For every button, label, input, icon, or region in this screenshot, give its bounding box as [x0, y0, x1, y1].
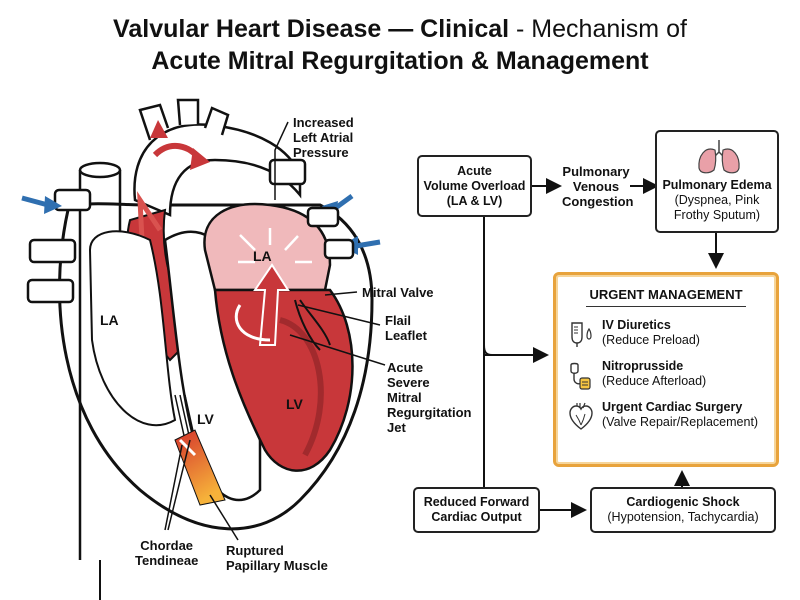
la-left-label: LA [100, 312, 119, 328]
page-title-line-2: Acute Mitral Regurgitation & Management [151, 47, 649, 75]
management-item: IV Diuretics (Reduce Preload) [568, 318, 773, 352]
flail-leaflet-label: Flail Leaflet [385, 313, 427, 343]
management-item: Nitroprusside (Reduce Afterload) [568, 359, 773, 393]
regurgitation-jet-label: Acute Severe Mitral Regurgitation Jet [387, 360, 472, 435]
urgent-management-panel: URGENT MANAGEMENT IV Diuretics (Reduce P… [553, 272, 779, 467]
lungs-icon [698, 140, 740, 174]
chordae-label: Chordae Tendineae [135, 538, 199, 568]
page-title-line-1: Valvular Heart Disease — Clinical - Mech… [113, 15, 687, 43]
volume-overload-box: Acute Volume Overload (LA & LV) [417, 155, 532, 217]
pulmonary-edema-box: Pulmonary Edema (Dyspnea, Pink Frothy Sp… [655, 130, 779, 233]
heart-icon [569, 402, 593, 430]
increased-pressure-label: Increased Left Atrial Pressure [293, 115, 354, 160]
lv-left-label: LV [197, 411, 214, 427]
blue-arrow-lower-right [355, 239, 381, 249]
management-divider [586, 306, 746, 307]
iv-bag-icon [571, 322, 592, 347]
papillary-label: Ruptured Papillary Muscle [226, 543, 328, 573]
cardiogenic-shock-box: Cardiogenic Shock (Hypotension, Tachycar… [590, 487, 776, 533]
reduced-output-box: Reduced Forward Cardiac Output [413, 487, 540, 533]
la-top-label: LA [253, 248, 272, 264]
venous-congestion-label: Pulmonary Venous Congestion [562, 164, 634, 209]
blue-arrow-left [21, 195, 49, 208]
left-atrium-chamber [88, 230, 177, 427]
management-item: Urgent Cardiac Surgery (Valve Repair/Rep… [568, 400, 773, 434]
mitral-valve-label: Mitral Valve [362, 285, 434, 300]
lv-right-label: LV [286, 396, 303, 412]
iv-drip-icon [570, 362, 591, 390]
management-title: URGENT MANAGEMENT [589, 287, 743, 302]
